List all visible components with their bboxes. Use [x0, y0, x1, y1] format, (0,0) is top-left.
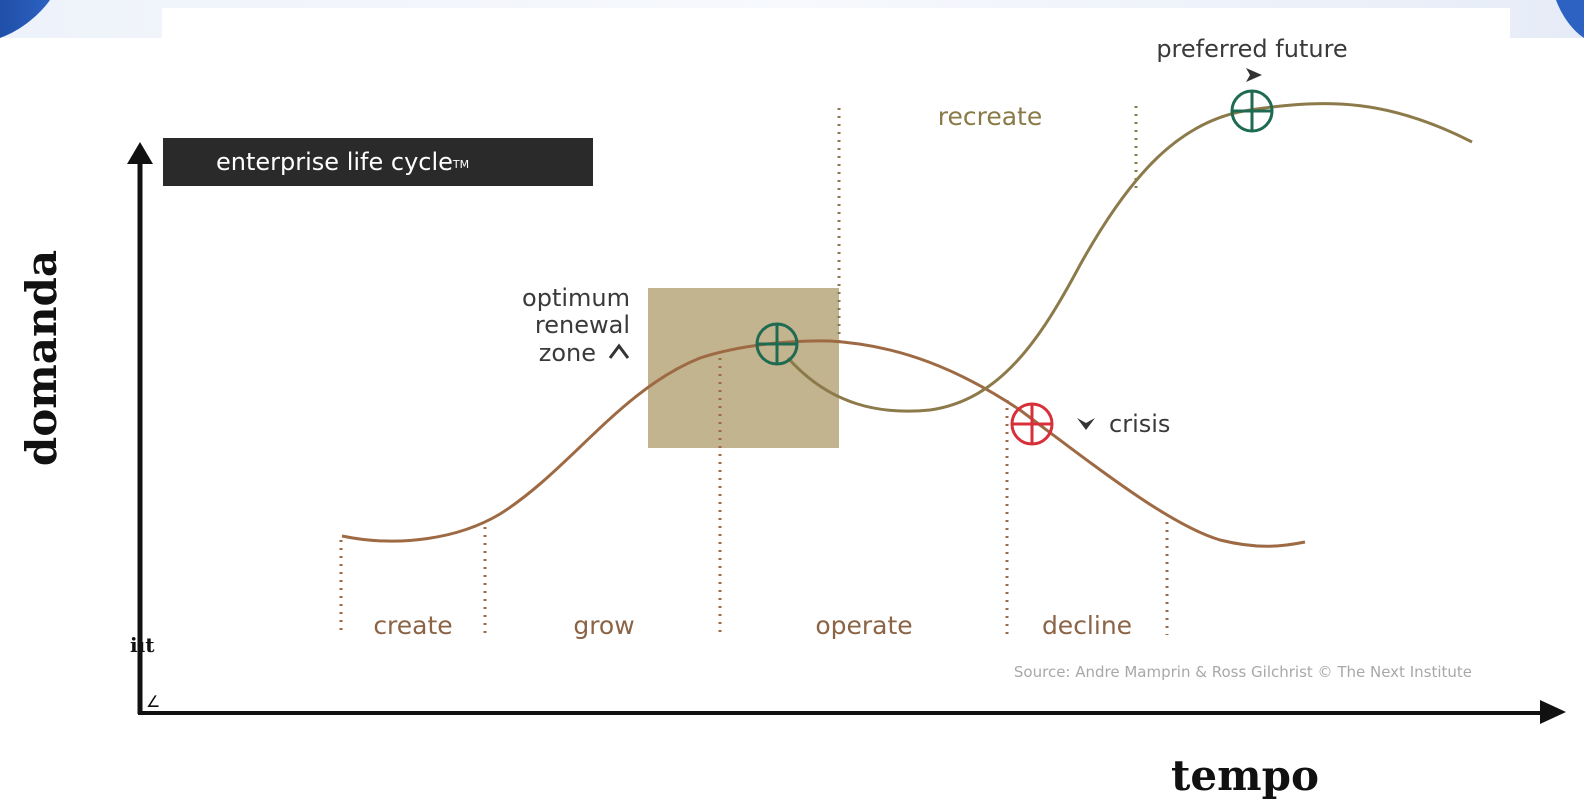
phase-label-grow: grow — [573, 611, 634, 640]
y-axis-arrowhead — [127, 142, 153, 164]
accent-corner-right — [1556, 0, 1584, 38]
preferred-future-label: preferred future — [1156, 35, 1347, 63]
chevron-down-icon — [1077, 418, 1095, 430]
phase-label-decline: decline — [1042, 611, 1132, 640]
life-cycle-curve — [341, 339, 1306, 548]
origin-corner-glyph: ∠ — [146, 692, 160, 711]
renewal-curve — [786, 102, 1473, 413]
title-text: enterprise life cycleTM — [216, 148, 469, 176]
phase-dividers — [339, 358, 1169, 635]
crisis-label: crisis — [1109, 410, 1170, 438]
source-credit: Source: Andre Mamprin & Ross Gilchrist ©… — [1014, 663, 1472, 681]
title-box — [163, 138, 593, 186]
optimum-label-line-1: optimum — [522, 284, 630, 312]
x-axis-label: tempo — [1171, 751, 1319, 800]
chevron-right-icon — [1246, 68, 1262, 82]
preferred-future-target-icon — [1230, 89, 1274, 133]
recreate-label: recreate — [938, 102, 1042, 131]
optimum-target-icon — [755, 322, 799, 366]
crisis-target-icon — [1010, 402, 1054, 446]
phase-label-create: create — [373, 611, 452, 640]
origin-glyphs: iıt — [130, 633, 155, 657]
y-axis-label: domanda — [17, 250, 66, 466]
phase-label-operate: operate — [815, 611, 912, 640]
chevron-up-icon — [608, 343, 630, 359]
x-axis-arrowhead — [1540, 700, 1566, 724]
optimum-label-line-2: renewal — [535, 311, 630, 339]
optimum-label-line-3: zone — [539, 339, 596, 367]
accent-corner-left — [0, 0, 50, 38]
